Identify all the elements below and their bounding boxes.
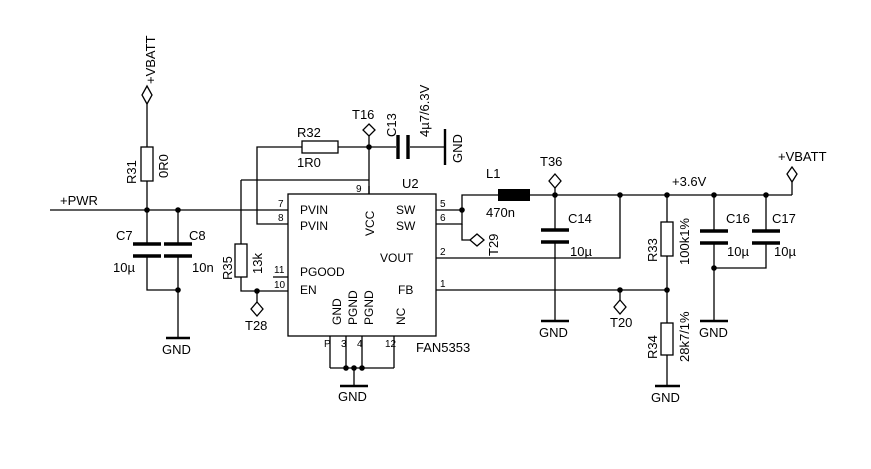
t36-marker bbox=[548, 173, 562, 189]
t28-label: T28 bbox=[245, 318, 267, 333]
t29-marker bbox=[469, 233, 485, 247]
gnd-label-chip: GND bbox=[338, 389, 367, 404]
t29-label: T29 bbox=[486, 234, 501, 256]
pin-p: P bbox=[324, 339, 331, 350]
pin-sw2: SW bbox=[396, 219, 416, 233]
pin-en: EN bbox=[300, 283, 317, 297]
pin-num-5: 5 bbox=[440, 199, 446, 210]
t28-marker bbox=[250, 301, 264, 317]
pin-pgnd1: PGND bbox=[346, 290, 360, 325]
r31-ref: R31 bbox=[124, 160, 139, 184]
labels: +VBATT +PWR +3.6V +VBATT GND GND GND GND… bbox=[60, 35, 827, 405]
t16-label: T16 bbox=[352, 107, 374, 122]
c8-ref: C8 bbox=[189, 228, 206, 243]
l1-ref: L1 bbox=[486, 166, 500, 181]
pin-pvin1: PVIN bbox=[300, 203, 328, 217]
gnd-label-r34: GND bbox=[651, 390, 680, 405]
pin-num-7: 7 bbox=[278, 199, 284, 210]
r35-body bbox=[234, 243, 248, 278]
r34-value: 28k7/1% bbox=[677, 311, 692, 362]
pin-num-10: 10 bbox=[274, 280, 286, 291]
r34-ref: R34 bbox=[645, 335, 660, 359]
c8-plates bbox=[164, 242, 192, 258]
ground-symbols bbox=[166, 129, 728, 388]
pin-fb: FB bbox=[398, 283, 413, 297]
c16-plates bbox=[700, 229, 728, 245]
t36-label: T36 bbox=[540, 154, 562, 169]
pin-num-11: 11 bbox=[274, 265, 285, 276]
pin-vout: VOUT bbox=[380, 251, 414, 265]
c16-value: 10µ bbox=[727, 244, 749, 259]
c8-value: 10n bbox=[192, 260, 214, 275]
pin-pvin2: PVIN bbox=[300, 219, 328, 233]
gnd-label-c14: GND bbox=[539, 325, 568, 340]
c14-value: 10µ bbox=[570, 244, 592, 259]
r33-ref: R33 bbox=[645, 238, 660, 262]
pin-num-1: 1 bbox=[440, 279, 446, 290]
r33-value: 100k1% bbox=[677, 218, 692, 265]
pin-sw1: SW bbox=[396, 203, 416, 217]
vbatt-top-flag bbox=[141, 84, 153, 106]
c14-plates bbox=[541, 228, 569, 244]
pin-num-2: 2 bbox=[440, 247, 446, 258]
pin-num-8: 8 bbox=[278, 213, 284, 224]
pin-nc: NC bbox=[394, 307, 408, 325]
test-point-markers bbox=[141, 84, 798, 317]
c13-value: 4µ7/6.3V bbox=[417, 84, 432, 137]
u2-part: FAN5353 bbox=[416, 340, 470, 355]
c7-ref: C7 bbox=[116, 228, 133, 243]
u2-body bbox=[287, 193, 437, 337]
c17-value: 10µ bbox=[774, 244, 796, 259]
gnd-label-c13: GND bbox=[450, 134, 465, 163]
pin-num-6: 6 bbox=[440, 213, 446, 224]
r32-ref: R32 bbox=[297, 125, 321, 140]
pin-gnd: GND bbox=[330, 298, 344, 325]
pin-num-3: 3 bbox=[341, 339, 347, 350]
r35-ref: R35 bbox=[220, 256, 235, 280]
r35-value: 13k bbox=[250, 253, 265, 274]
gnd-label-c7c8: GND bbox=[162, 342, 191, 357]
net-3v6: +3.6V bbox=[672, 174, 707, 189]
pin-pgood: PGOOD bbox=[300, 265, 345, 279]
pin-num-4: 4 bbox=[357, 339, 363, 350]
t20-marker bbox=[613, 299, 627, 315]
c17-ref: C17 bbox=[772, 211, 796, 226]
junction-dots bbox=[144, 144, 769, 371]
c14-ref: C14 bbox=[568, 211, 592, 226]
pin-num-12: 12 bbox=[385, 339, 397, 350]
c7-value: 10µ bbox=[113, 260, 135, 275]
t20-label: T20 bbox=[610, 315, 632, 330]
r31-value: 0R0 bbox=[156, 154, 171, 178]
c13-ref: C13 bbox=[384, 113, 399, 137]
gnd-label-c16: GND bbox=[699, 325, 728, 340]
c17-plates bbox=[752, 229, 780, 245]
wires bbox=[50, 104, 793, 385]
c16-ref: C16 bbox=[726, 211, 750, 226]
r33-body bbox=[660, 221, 674, 257]
r32-body bbox=[301, 140, 339, 154]
r31-body bbox=[140, 146, 154, 182]
c7-plates bbox=[133, 242, 161, 258]
pin-pgnd2: PGND bbox=[362, 290, 376, 325]
u2-ref: U2 bbox=[402, 176, 419, 191]
t16-marker bbox=[362, 123, 376, 137]
r32-value: 1R0 bbox=[297, 155, 321, 170]
c13-plates bbox=[396, 135, 410, 159]
net-pwr: +PWR bbox=[60, 193, 98, 208]
capacitors bbox=[133, 135, 780, 258]
l1-body bbox=[498, 189, 530, 201]
resistors bbox=[140, 140, 674, 356]
r34-body bbox=[660, 322, 674, 356]
pin-num-9: 9 bbox=[356, 184, 362, 195]
l1-value: 470n bbox=[486, 205, 515, 220]
pin-vcc: VCC bbox=[363, 210, 377, 236]
net-vbatt-top: +VBATT bbox=[143, 35, 158, 84]
net-vbatt-right: +VBATT bbox=[778, 149, 827, 164]
vbatt-right-flag bbox=[786, 165, 798, 184]
